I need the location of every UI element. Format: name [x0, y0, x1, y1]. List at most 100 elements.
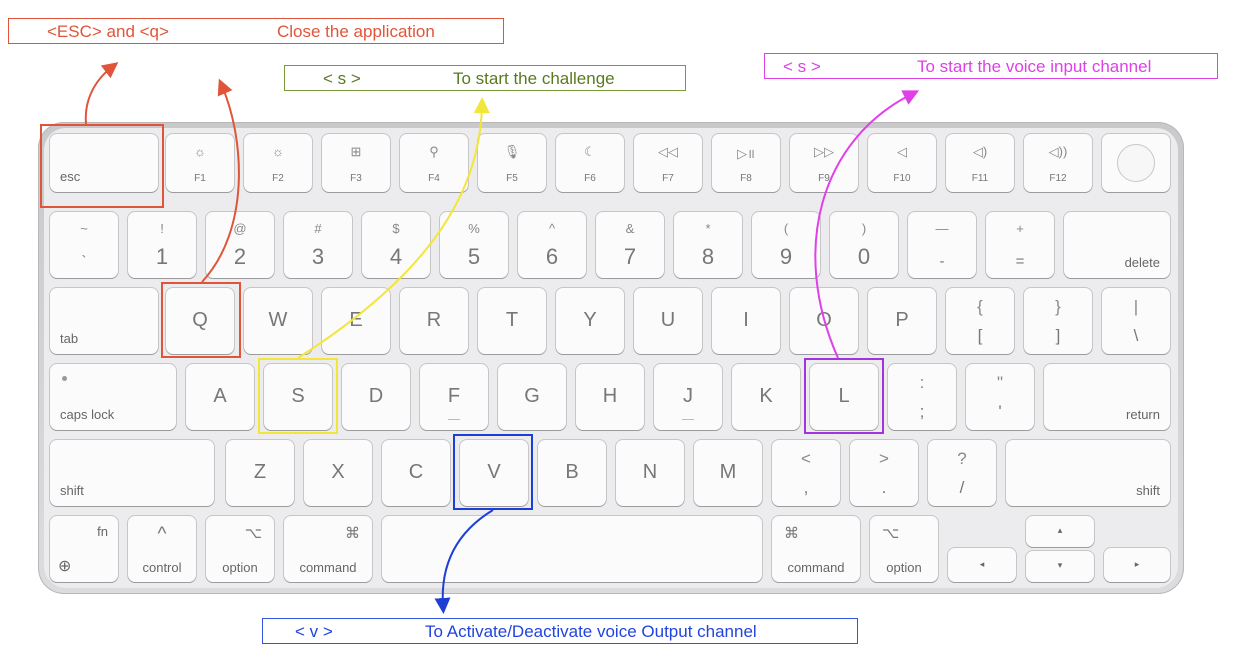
key-char: I — [743, 309, 749, 331]
key-delete[interactable]: delete — [1064, 212, 1170, 278]
key-f11[interactable]: ◁) F11 — [946, 134, 1014, 192]
key-p[interactable]: P — [868, 288, 936, 354]
key-right-bracket[interactable]: } ] — [1024, 288, 1092, 354]
key-f8[interactable]: ▷॥ F8 — [712, 134, 780, 192]
key-semicolon[interactable]: : ; — [888, 364, 956, 430]
key-t[interactable]: T — [478, 288, 546, 354]
key-top-char: } — [1055, 297, 1061, 316]
key-char: V — [487, 461, 501, 483]
key-char: P — [895, 309, 909, 331]
key-9[interactable]: ( 9 — [752, 212, 820, 278]
key-left-shift[interactable]: shift — [50, 440, 214, 506]
key-left-option[interactable]: ⌥ option — [206, 516, 274, 582]
key-y[interactable]: Y — [556, 288, 624, 354]
play-pause-icon: ▷॥ — [737, 146, 755, 161]
key-5[interactable]: % 5 — [440, 212, 508, 278]
key-d[interactable]: D — [342, 364, 410, 430]
key-right-option[interactable]: ⌥ option — [870, 516, 938, 582]
key-8[interactable]: * 8 — [674, 212, 742, 278]
key-right-shift[interactable]: shift — [1006, 440, 1170, 506]
key-top-char: — — [935, 221, 949, 236]
key-slash[interactable]: ? / — [928, 440, 996, 506]
key-m[interactable]: M — [694, 440, 762, 506]
key-period[interactable]: > . — [850, 440, 918, 506]
key-k[interactable]: K — [732, 364, 800, 430]
key-esc[interactable]: esc — [50, 134, 158, 192]
key-3[interactable]: # 3 — [284, 212, 352, 278]
key-f12[interactable]: ◁)) F12 — [1024, 134, 1092, 192]
volume-up-icon: ◁)) — [1048, 144, 1068, 159]
key-w[interactable]: W — [244, 288, 312, 354]
key-backslash[interactable]: | \ — [1102, 288, 1170, 354]
key-4[interactable]: $ 4 — [362, 212, 430, 278]
key-f10[interactable]: ◁ F10 — [868, 134, 936, 192]
key-7[interactable]: & 7 — [596, 212, 664, 278]
key-equals[interactable]: + = — [986, 212, 1054, 278]
key-j[interactable]: J — [654, 364, 722, 430]
key-f3[interactable]: ⊞ F3 — [322, 134, 390, 192]
key-label: F6 — [584, 173, 596, 184]
control-icon: ^ — [157, 524, 167, 545]
key-backtick[interactable]: ~ ` — [50, 212, 118, 278]
key-fn-globe[interactable]: fn ⊕ — [50, 516, 118, 582]
highlight-l — [804, 358, 884, 434]
key-f1[interactable]: ☼ F1 — [166, 134, 234, 192]
key-left-bracket[interactable]: { [ — [946, 288, 1014, 354]
key-caps-lock[interactable]: caps lock — [50, 364, 176, 430]
key-r[interactable]: R — [400, 288, 468, 354]
key-f[interactable]: F — [420, 364, 488, 430]
arrow-s — [297, 97, 490, 359]
key-bottom-char: 5 — [467, 244, 481, 269]
key-c[interactable]: C — [382, 440, 450, 506]
key-control[interactable]: ^ control — [128, 516, 196, 582]
key-char: X — [331, 461, 345, 483]
key-v[interactable]: V — [460, 440, 528, 506]
key-n[interactable]: N — [616, 440, 684, 506]
key-bottom-char: . — [881, 478, 887, 497]
key-u[interactable]: U — [634, 288, 702, 354]
key-tab[interactable]: tab — [50, 288, 158, 354]
key-arrow-down[interactable]: ▾ — [1026, 551, 1094, 582]
key-left-command[interactable]: ⌘ command — [284, 516, 372, 582]
key-0[interactable]: ) 0 — [830, 212, 898, 278]
key-6[interactable]: ^ 6 — [518, 212, 586, 278]
key-char: C — [408, 461, 424, 483]
key-comma[interactable]: < , — [772, 440, 840, 506]
key-arrow-left[interactable]: ◂ — [948, 548, 1016, 582]
key-bottom-char: 6 — [545, 244, 559, 269]
key-label: delete — [1124, 255, 1160, 270]
key-1[interactable]: ! 1 — [128, 212, 196, 278]
search-icon: ⚲ — [429, 144, 439, 159]
annotation-keys: <ESC> and <q> — [47, 22, 169, 41]
key-b[interactable]: B — [538, 440, 606, 506]
key-label: F12 — [1049, 173, 1067, 184]
key-i[interactable]: I — [712, 288, 780, 354]
key-touch-id[interactable] — [1102, 134, 1170, 192]
key-f4[interactable]: ⚲ F4 — [400, 134, 468, 192]
key-f5[interactable]: 🎙 F5 — [478, 134, 546, 192]
arrow-down-icon: ▾ — [1057, 560, 1063, 570]
key-f6[interactable]: ☾ F6 — [556, 134, 624, 192]
key-s[interactable]: S — [264, 364, 332, 430]
arrow-right-icon: ▸ — [1134, 559, 1140, 569]
key-x[interactable]: X — [304, 440, 372, 506]
key-f7[interactable]: ◁◁ F7 — [634, 134, 702, 192]
key-right-command[interactable]: ⌘ command — [772, 516, 860, 582]
key-quote[interactable]: " ' — [966, 364, 1034, 430]
key-arrow-right[interactable]: ▸ — [1104, 548, 1170, 582]
rewind-icon: ◁◁ — [658, 144, 678, 159]
key-g[interactable]: G — [498, 364, 566, 430]
key-f9[interactable]: ▷▷ F9 — [790, 134, 858, 192]
key-return[interactable]: return — [1044, 364, 1170, 430]
annotation-voice-output: < v > To Activate/Deactivate voice Outpu… — [262, 618, 858, 644]
key-h[interactable]: H — [576, 364, 644, 430]
annotation-keys: < s > — [323, 69, 361, 88]
key-2[interactable]: @ 2 — [206, 212, 274, 278]
key-z[interactable]: Z — [226, 440, 294, 506]
key-l[interactable]: L — [810, 364, 878, 430]
key-f2[interactable]: ☼ F2 — [244, 134, 312, 192]
key-arrow-up[interactable]: ▴ — [1026, 516, 1094, 547]
key-minus[interactable]: — - — [908, 212, 976, 278]
key-a[interactable]: A — [186, 364, 254, 430]
key-q[interactable]: Q — [166, 288, 234, 354]
